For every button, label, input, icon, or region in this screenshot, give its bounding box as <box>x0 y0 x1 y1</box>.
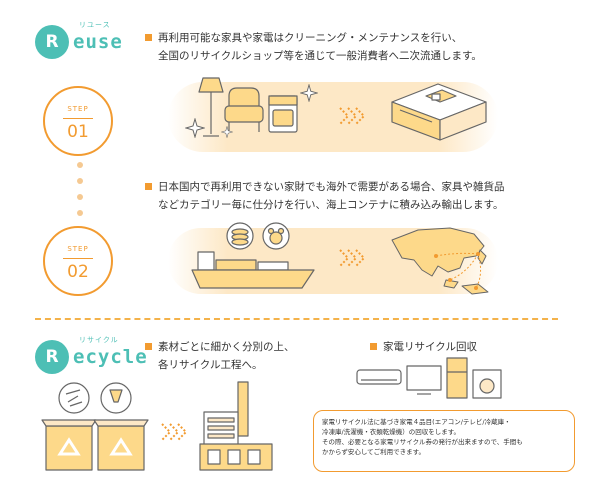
sparkle-icon <box>185 118 205 138</box>
bullet-square-icon <box>370 343 377 350</box>
reuse-badge-kana: リユース <box>79 21 111 29</box>
step-connector-dot <box>77 210 83 216</box>
recycling-plant-icon <box>199 381 273 471</box>
step-01-rule <box>63 118 93 119</box>
shop-building-icon <box>391 83 487 141</box>
recycle-badge-letter: R <box>35 340 69 374</box>
step-02-circle: STEP 02 <box>43 226 113 296</box>
furniture-illustration <box>198 77 298 137</box>
recycle-boxes-icon <box>41 382 149 471</box>
sorting-description: 素材ごとに細かく分別の上、 各リサイクル工程へ。 <box>145 338 295 374</box>
step-02-rule <box>63 258 93 259</box>
recycle-badge-kana: リサイクル <box>79 336 119 344</box>
reuse-badge-word: euse <box>73 31 123 53</box>
step-01-number: 01 <box>67 122 89 142</box>
sparkle-icon <box>300 84 318 102</box>
television-icon <box>406 365 442 391</box>
floor-lamp-icon <box>198 77 224 93</box>
bullet-square-icon <box>145 183 152 190</box>
step-01-circle: STEP 01 <box>43 86 113 156</box>
appliance-recycling-title: 家電リサイクル回収 <box>370 338 477 356</box>
cargo-ship-icon <box>191 222 315 289</box>
step-02-label: STEP <box>67 245 89 253</box>
step-connector-dot <box>77 194 83 200</box>
step-01-description: 再利用可能な家具や家電はクリーニング・メンテナンスを行い、 全国のリサイクルショ… <box>145 29 482 65</box>
step-connector-dot <box>77 162 83 168</box>
asia-map-icon <box>391 227 489 295</box>
step-01-label: STEP <box>67 105 89 113</box>
chevrons-right-icon <box>339 107 366 125</box>
chevrons-right-icon <box>339 249 366 267</box>
chevrons-right-icon <box>161 423 188 441</box>
air-conditioner-icon <box>356 369 402 385</box>
bullet-square-icon <box>145 343 152 350</box>
step-02-number: 02 <box>67 262 89 282</box>
section-divider <box>35 318 558 320</box>
reuse-badge-letter: R <box>35 25 69 59</box>
step-02-description: 日本国内で再利用できない家財でも海外で需要がある場合、家具や雑貨品 などカテゴリ… <box>145 178 505 214</box>
step-connector-dot <box>77 178 83 184</box>
sparkle-icon <box>221 126 233 138</box>
armchair-icon <box>228 87 260 111</box>
bullet-square-icon <box>145 34 152 41</box>
appliances-icon <box>356 357 502 399</box>
appliance-recycling-notice: 家電リサイクル法に基づき家電４品目(エアコン/テレビ/冷蔵庫・ 冷凍庫/洗濯機・… <box>313 410 575 472</box>
refrigerator-icon <box>446 357 468 399</box>
reuse-badge: R リユース euse <box>35 21 123 59</box>
recycle-badge: R リサイクル ecycle <box>35 336 148 374</box>
recycle-badge-word: ecycle <box>73 346 148 368</box>
